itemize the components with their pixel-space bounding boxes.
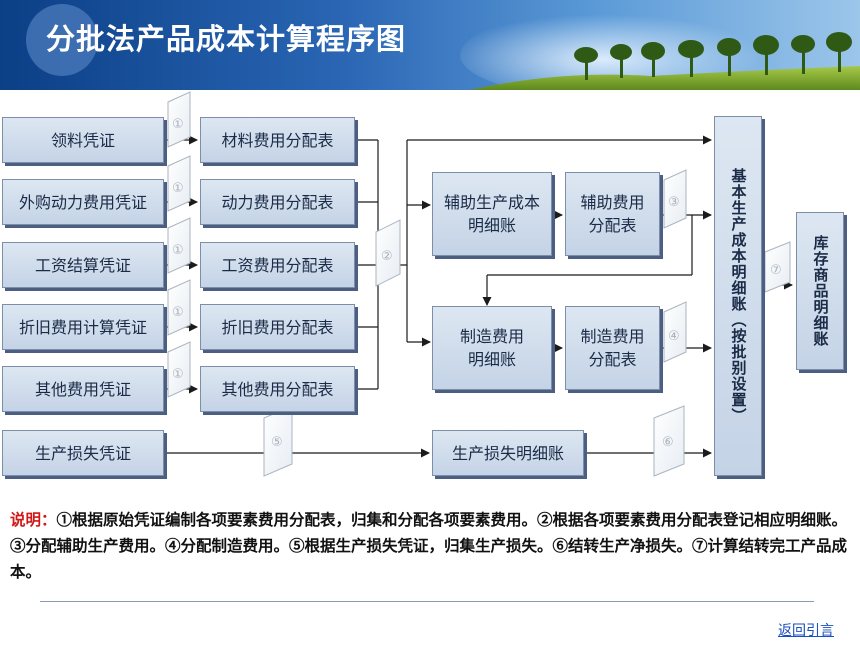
alloc-power: 动力费用分配表 [200,179,355,225]
tree-row [574,32,852,80]
step-tag: ① [167,341,191,398]
back-to-intro-link[interactable]: 返回引言 [778,623,834,639]
inventory-goods-ledger: 库存商品明细账 [796,212,844,370]
step-tag: ① [167,217,191,274]
production-loss-ledger: 生产损失明细账 [432,430,584,476]
alloc-other: 其他费用分配表 [200,366,355,412]
footer-divider [40,601,814,602]
voucher-materials: 领料凭证 [2,117,164,163]
step-tag: ⑦ [764,241,791,293]
voucher-production-loss: 生产损失凭证 [2,430,164,476]
note-text: ①根据原始凭证编制各项要素费用分配表，归集和分配各项要素费用。②根据各项要素费用… [10,510,848,581]
step-marker-4: ④ [668,329,680,344]
step-marker-7: ⑦ [770,263,782,278]
step-marker-5: ⑤ [271,435,283,450]
voucher-wages: 工资结算凭证 [2,242,164,288]
step-marker-1e: ① [172,367,184,382]
step-marker-1b: ① [172,181,184,196]
aux-cost-allocation: 辅助费用 分配表 [565,172,660,256]
step-tag: ③ [663,169,687,229]
mfg-overhead-allocation: 制造费用 分配表 [565,306,660,390]
step-marker-1d: ① [172,305,184,320]
alloc-wages: 工资费用分配表 [200,242,355,288]
page-title: 分批法产品成本计算程序图 [46,22,407,56]
step-tag: ④ [663,301,687,363]
note-label: 说明： [10,510,57,529]
step-marker-1a: ① [172,117,184,132]
step-tag: ⑥ [653,405,685,477]
mfg-overhead-ledger: 制造费用 明细账 [432,306,552,390]
alloc-depreciation: 折旧费用分配表 [200,304,355,350]
step-tag: ① [167,155,191,212]
alloc-materials: 材料费用分配表 [200,117,355,163]
step-tag: ② [375,219,401,287]
voucher-power: 外购动力费用凭证 [2,179,164,225]
step-tag: ① [167,279,191,336]
header-circle-decoration [26,4,98,76]
step-marker-1c: ① [172,243,184,258]
step-tag: ① [167,91,191,148]
voucher-depreciation: 折旧费用计算凭证 [2,304,164,350]
header-scenery [26,4,860,90]
step-marker-2: ② [381,249,393,264]
header-banner: 分批法产品成本计算程序图 [0,0,860,90]
step-tag: ⑤ [263,405,293,477]
grass-hill [470,66,860,90]
basic-production-cost-ledger: 基本生产成本明细账（按批别设置） [714,116,762,476]
voucher-other: 其他费用凭证 [2,366,164,412]
step-marker-3: ③ [668,195,680,210]
step-marker-6: ⑥ [662,435,674,450]
explanation-note: 说明：①根据原始凭证编制各项要素费用分配表，归集和分配各项要素费用。②根据各项要… [10,507,850,585]
aux-production-ledger: 辅助生产成本 明细账 [432,172,552,256]
